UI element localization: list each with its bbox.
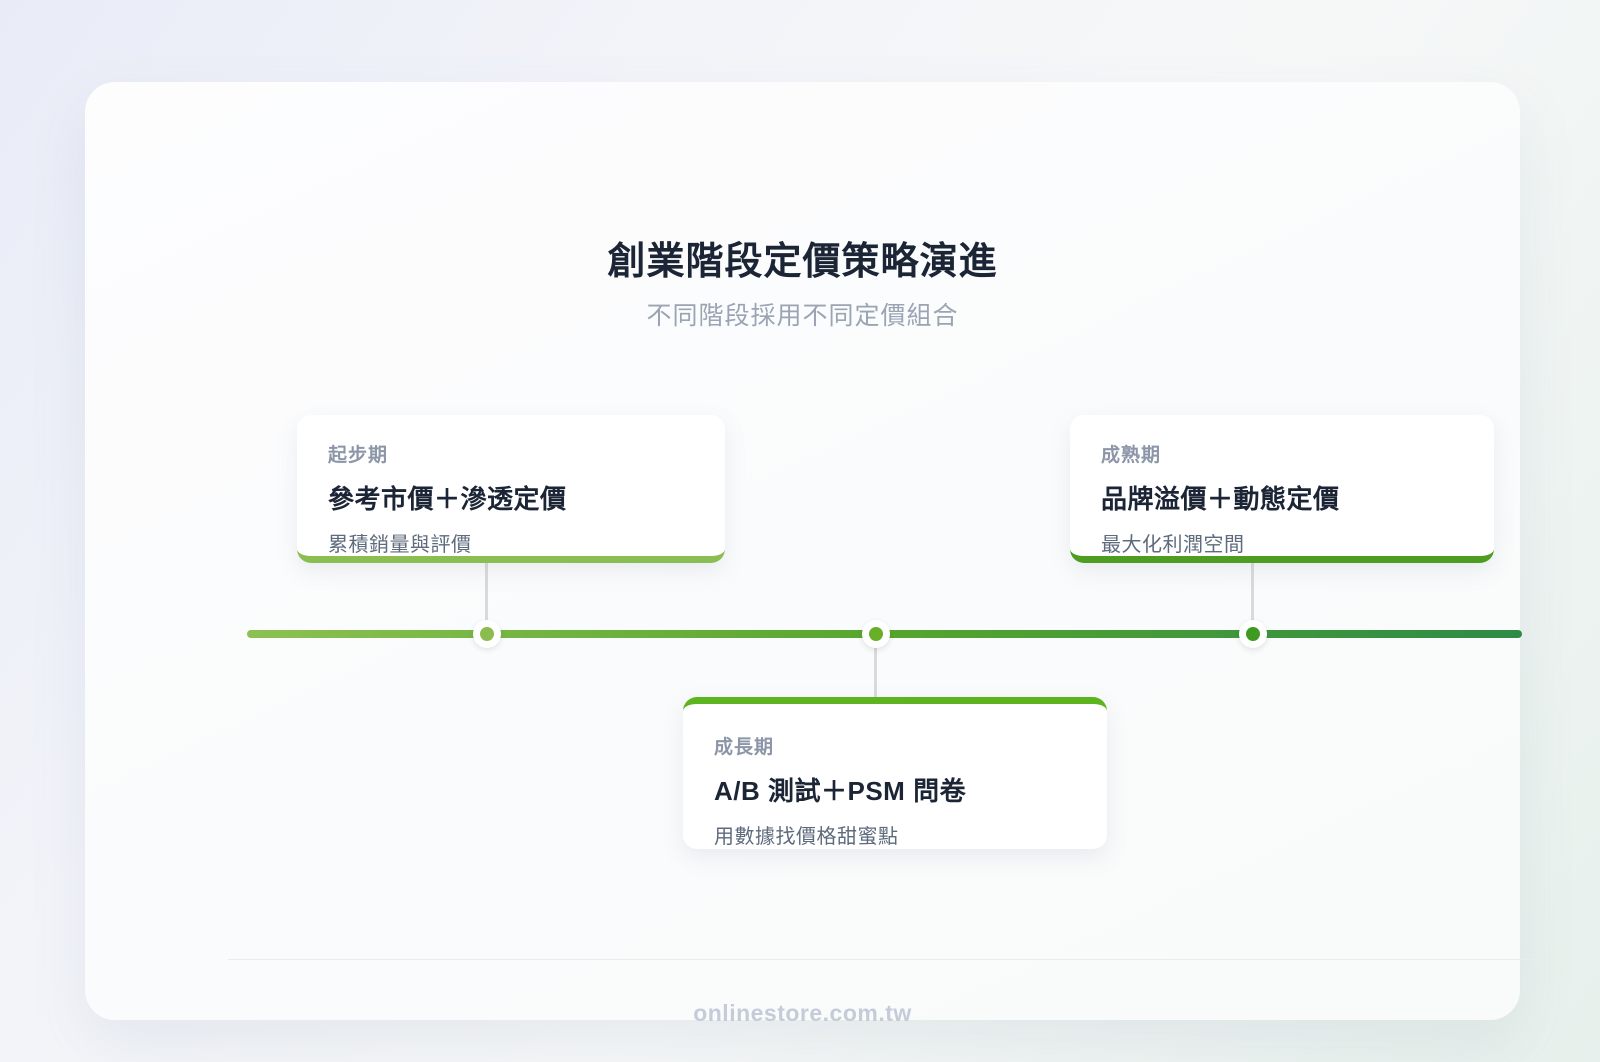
timeline-dot-inner: [480, 627, 494, 641]
stage-card-maturity: 成熟期 品牌溢價＋動態定價 最大化利潤空間: [1070, 415, 1494, 563]
footer-divider: [228, 959, 1542, 960]
stage-description: 累積銷量與評價: [328, 534, 472, 556]
timeline-dot-startup: [473, 620, 501, 648]
timeline-dot-inner: [869, 627, 883, 641]
stage-card-startup: 起步期 參考市價＋滲透定價 累積銷量與評價: [297, 415, 725, 563]
timeline-dot-inner: [1246, 627, 1260, 641]
stage-title: 參考市價＋滲透定價: [328, 484, 567, 514]
footer-watermark: onlinestore.com.tw: [693, 1000, 912, 1026]
connector-line-maturity: [1251, 563, 1254, 622]
stage-description: 用數據找價格甜蜜點: [714, 826, 899, 848]
stage-description: 最大化利潤空間: [1101, 534, 1245, 556]
infographic-panel: 創業階段定價策略演進 不同階段採用不同定價組合 起步期 參考市價＋滲透定價 累積…: [85, 82, 1542, 1026]
page-subtitle: 不同階段採用不同定價組合: [646, 302, 959, 330]
timeline-dot-maturity: [1239, 620, 1267, 648]
stage-title: A/B 測試＋PSM 問卷: [714, 776, 967, 806]
page-title: 創業階段定價策略演進: [607, 241, 998, 283]
connector-line-startup: [485, 563, 488, 622]
stage-label: 成長期: [714, 737, 775, 758]
timeline-dot-growth: [862, 620, 890, 648]
stage-label: 起步期: [328, 445, 389, 466]
stage-label: 成熟期: [1101, 445, 1162, 466]
stage-card-growth: 成長期 A/B 測試＋PSM 問卷 用數據找價格甜蜜點: [683, 697, 1107, 849]
connector-line-growth: [874, 646, 877, 704]
stage-title: 品牌溢價＋動態定價: [1101, 484, 1340, 514]
